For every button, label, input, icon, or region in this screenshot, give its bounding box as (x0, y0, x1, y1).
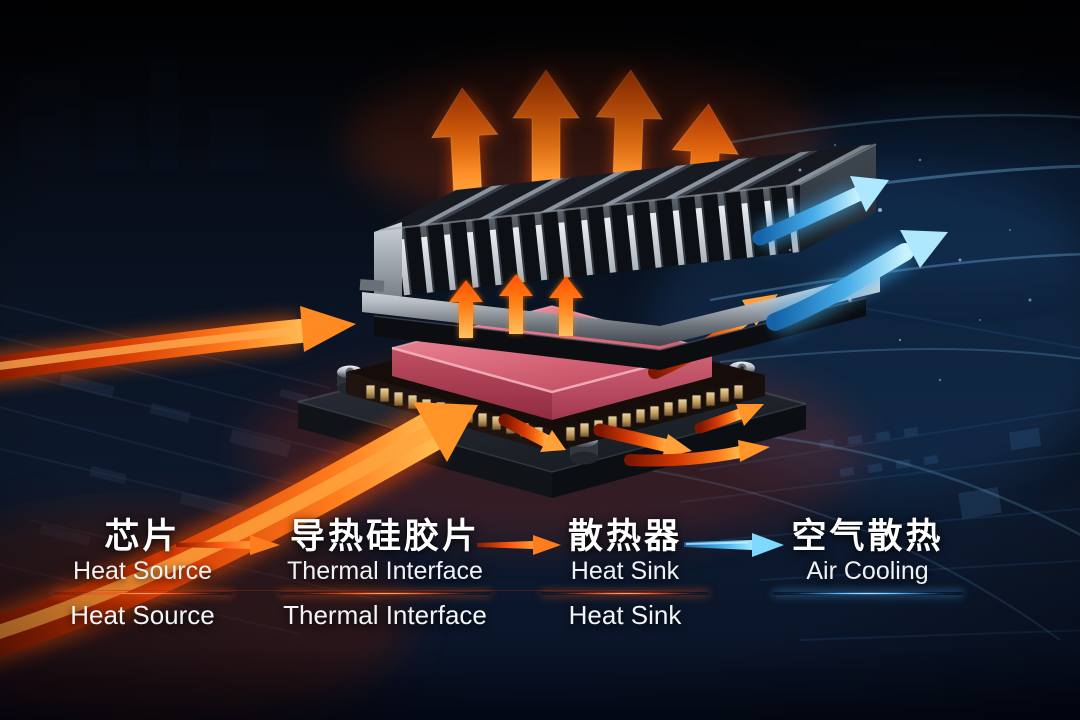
thermal-infographic: 芯片 Heat Source Heat Source 导热硅胶片 Thermal… (0, 0, 1080, 720)
vignette (0, 0, 1080, 720)
thermal-diagram-illustration (0, 0, 1080, 720)
